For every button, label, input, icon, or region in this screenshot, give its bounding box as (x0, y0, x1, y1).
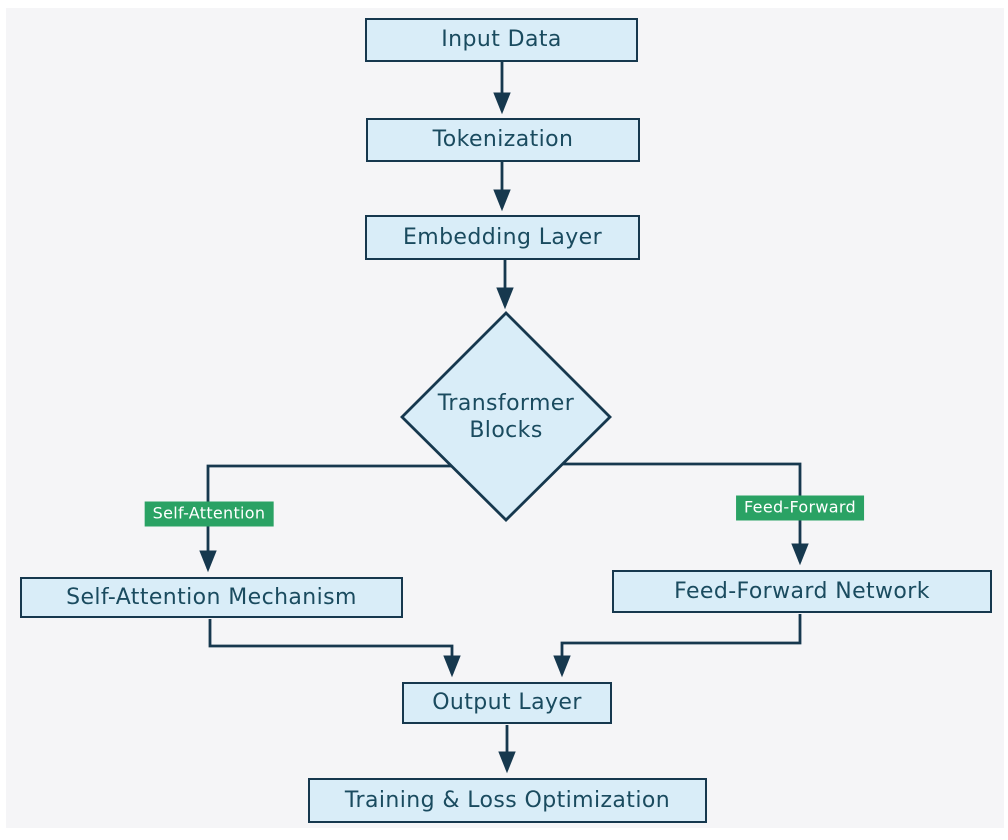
edge-transformer-to-selfattention (199, 464, 452, 573)
node-input-data-label: Input Data (441, 27, 562, 53)
node-input-data: Input Data (365, 18, 638, 62)
edge-transformer-to-feedforward (560, 462, 809, 566)
edge-label-feed-forward: Feed-Forward (736, 495, 864, 521)
node-embedding-layer-label: Embedding Layer (402, 224, 603, 250)
edge-selfattention-to-output (208, 619, 461, 678)
node-training-loss-optimization: Training & Loss Optimization (308, 778, 707, 823)
node-tokenization: Tokenization (366, 118, 640, 162)
node-self-attention-mechanism-label: Self-Attention Mechanism (66, 584, 357, 610)
edge-feedforward-to-output (553, 614, 802, 678)
node-training-loss-optimization-label: Training & Loss Optimization (344, 787, 671, 813)
node-embedding-layer: Embedding Layer (365, 215, 640, 260)
node-self-attention-mechanism: Self-Attention Mechanism (20, 577, 403, 618)
node-transformer-blocks-shape (400, 311, 612, 522)
node-feed-forward-network-label: Feed-Forward Network (674, 578, 930, 604)
node-tokenization-label: Tokenization (432, 127, 574, 153)
node-transformer-blocks-label: Transformer Blocks (437, 390, 575, 444)
node-transformer-blocks: Transformer Blocks (416, 374, 596, 460)
node-feed-forward-network: Feed-Forward Network (612, 570, 992, 613)
node-output-layer: Output Layer (402, 682, 612, 724)
edge-label-self-attention: Self-Attention (144, 501, 274, 527)
node-output-layer-label: Output Layer (432, 690, 582, 716)
